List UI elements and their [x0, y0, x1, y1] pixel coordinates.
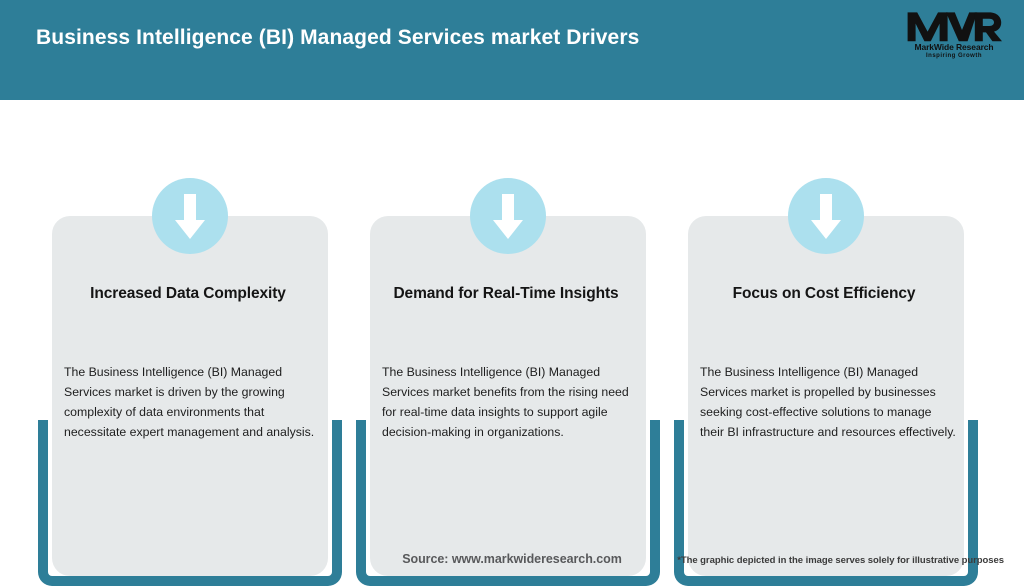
down-arrow-icon: [470, 178, 546, 254]
card-body-text: The Business Intelligence (BI) Managed S…: [64, 365, 315, 439]
card-body-text: The Business Intelligence (BI) Managed S…: [382, 365, 629, 439]
card-body-text: The Business Intelligence (BI) Managed S…: [700, 365, 956, 439]
down-arrow-icon: [788, 178, 864, 254]
card-panel: [688, 216, 964, 576]
logo-tagline: Inspiring Growth: [926, 53, 982, 59]
source-label: Source: www.markwideresearch.com: [402, 552, 622, 566]
down-arrow-icon: [152, 178, 228, 254]
brand-logo: MarkWide Research Inspiring Growth: [906, 9, 1002, 67]
card-title: Focus on Cost Efficiency: [732, 285, 916, 302]
mwr-logo-icon: [906, 9, 1002, 43]
card-title: Demand for Real-Time Insights: [393, 285, 619, 302]
card-panel: [370, 216, 646, 576]
page-title: Business Intelligence (BI) Managed Servi…: [36, 26, 640, 49]
card-panel: [52, 216, 328, 576]
page-header: Business Intelligence (BI) Managed Servi…: [0, 0, 1024, 100]
drivers-card-row: Increased Data Complexity The Business I…: [0, 100, 1024, 586]
disclaimer-note: *The graphic depicted in the image serve…: [677, 555, 1004, 566]
logo-company-name: MarkWide Research: [914, 42, 994, 52]
driver-card-1: Increased Data Complexity The Business I…: [38, 138, 342, 586]
card-title: Increased Data Complexity: [90, 285, 286, 302]
driver-card-2: Demand for Real-Time Insights The Busine…: [356, 138, 660, 586]
driver-card-3: Focus on Cost Efficiency The Business In…: [674, 138, 978, 586]
